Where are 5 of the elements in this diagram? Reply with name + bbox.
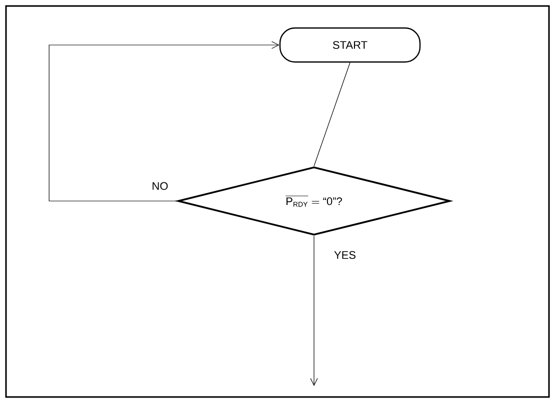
edge-label: YES — [333, 250, 357, 260]
edge-label: NO — [150, 181, 170, 191]
arrow — [310, 236, 318, 386]
terminal-box: START — [279, 27, 421, 63]
arrow — [48, 41, 280, 202]
